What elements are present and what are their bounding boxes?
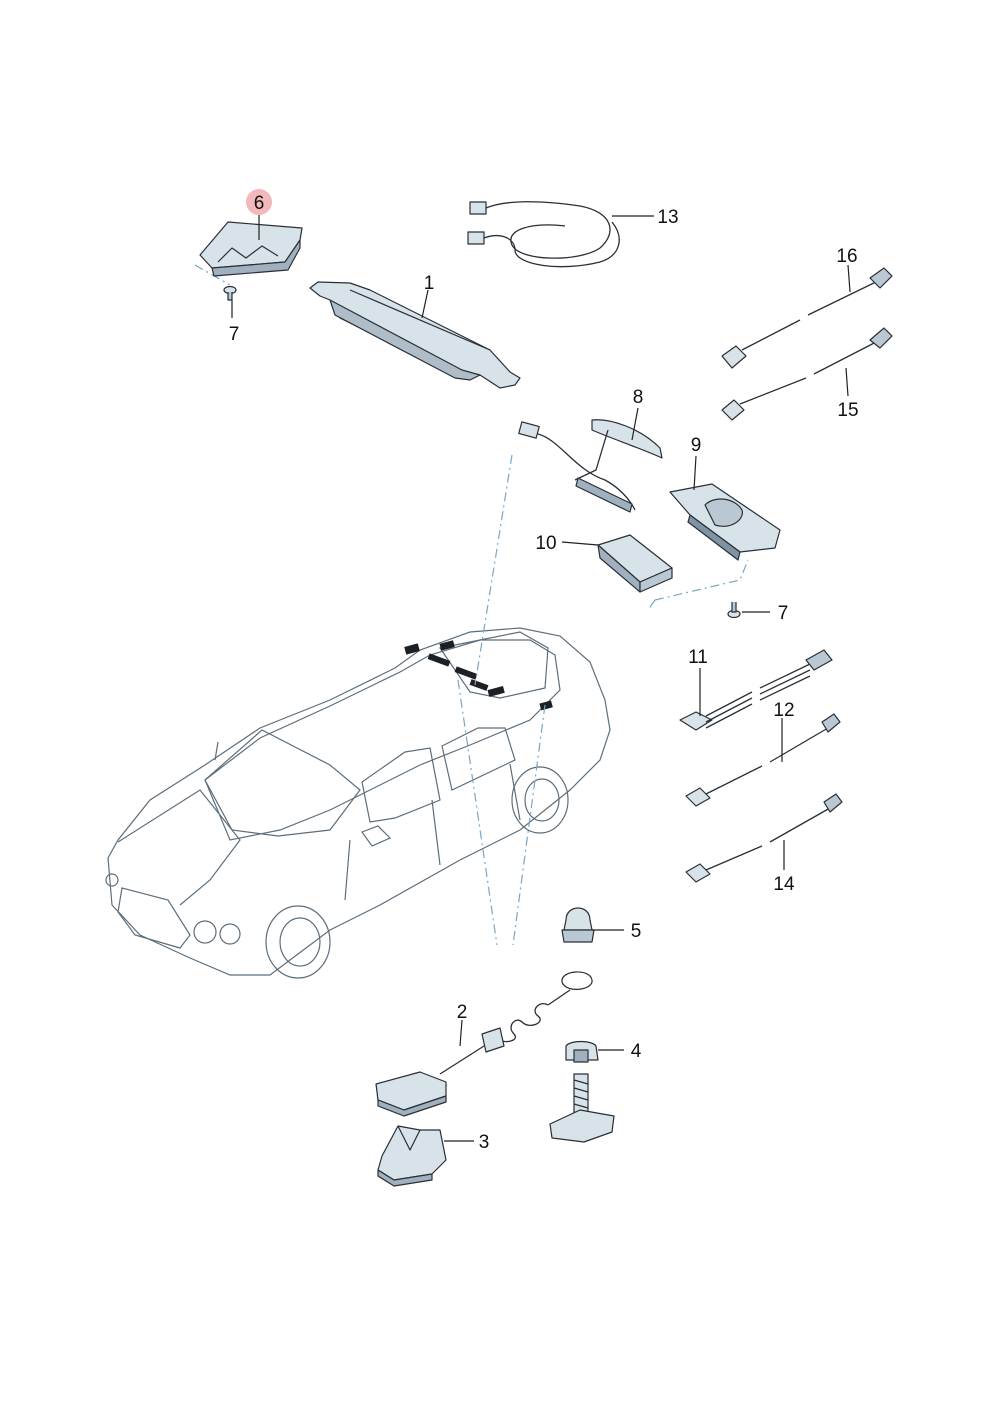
part-11-connector	[679, 649, 833, 731]
highlight-marker-6	[246, 189, 272, 215]
part-6-control-module	[199, 221, 303, 277]
callout-15: 15	[837, 400, 858, 421]
callout-4: 4	[631, 1041, 642, 1062]
car-side-window-front	[361, 747, 441, 823]
callout-1: 1	[424, 273, 435, 294]
part-10-module	[597, 534, 673, 593]
car-grille	[117, 887, 191, 949]
car-side-window-rear	[441, 727, 516, 791]
callout-6: 6	[254, 193, 265, 214]
part-3-clip	[377, 1125, 447, 1187]
part-2-ground-cable	[375, 971, 593, 1117]
part-9-unit	[669, 483, 781, 561]
leader-lines	[231, 212, 851, 1142]
part-7-screw-right	[727, 602, 741, 619]
car-front-wheel-rim	[279, 917, 321, 967]
car-front-wheel	[265, 905, 331, 979]
callout-9: 9	[691, 435, 702, 456]
part-12-cable	[685, 713, 841, 807]
part-13-cable-harness	[467, 201, 620, 268]
callout-13: 13	[657, 207, 678, 228]
callout-5: 5	[631, 921, 642, 942]
car-rear-wheel-rim	[524, 778, 560, 822]
car-headlight-1	[193, 920, 217, 944]
car-hood-line	[117, 789, 241, 906]
part-7-screw-top	[223, 285, 237, 301]
callout-10: 10	[535, 533, 556, 554]
callout-11: 11	[688, 647, 708, 668]
car-roof	[204, 639, 561, 841]
car-mirror	[361, 825, 392, 847]
car-windshield	[204, 729, 361, 837]
part-16-cable	[721, 267, 893, 369]
roof-component-markers	[404, 640, 553, 711]
part-8-antenna	[518, 419, 663, 513]
car-rear-wheel	[511, 766, 569, 834]
part-5-cap-nut	[561, 907, 595, 943]
car-illustration	[105, 627, 611, 979]
car-foglight	[105, 873, 119, 887]
part-1-antenna-bar	[309, 281, 521, 389]
callout-12: 12	[773, 700, 794, 721]
callout-7-right: 7	[778, 603, 789, 624]
callout-7-top: 7	[229, 324, 240, 345]
stud-with-base	[549, 1073, 615, 1143]
callout-14: 14	[773, 874, 795, 895]
callout-2: 2	[457, 1002, 468, 1023]
car-body	[107, 627, 611, 976]
car-rear-window	[438, 631, 549, 699]
car-antenna	[214, 741, 219, 761]
callouts: 6 7 1 13 16 15 8 9 10 7 11 12 14 5 4 2 3	[229, 189, 859, 1153]
location-lines	[194, 264, 749, 946]
car-headlight-2	[219, 923, 241, 945]
part-15-cable	[721, 327, 893, 421]
callout-8: 8	[633, 387, 644, 408]
car-door-line	[344, 763, 521, 901]
callout-16: 16	[836, 246, 857, 267]
callout-3: 3	[479, 1132, 490, 1153]
part-14-cable	[685, 793, 843, 883]
part-4-nut	[565, 1040, 599, 1063]
